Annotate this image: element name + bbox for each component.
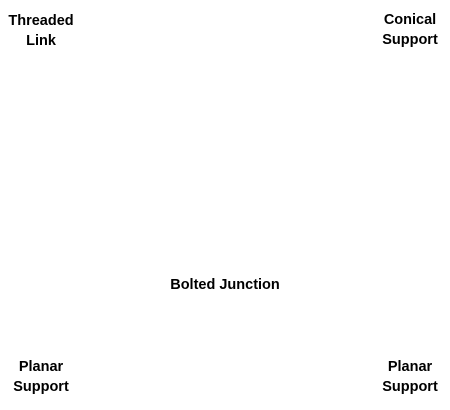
node-label-planar-support-right: Planar Support — [382, 359, 438, 395]
node-label-threaded-link: Threaded Link — [8, 13, 74, 49]
node-label-bolted-junction: Bolted Junction — [170, 277, 280, 293]
node-label-conical-support: Conical Support — [382, 12, 438, 48]
node-label-planar-support-left: Planar Support — [13, 359, 69, 395]
